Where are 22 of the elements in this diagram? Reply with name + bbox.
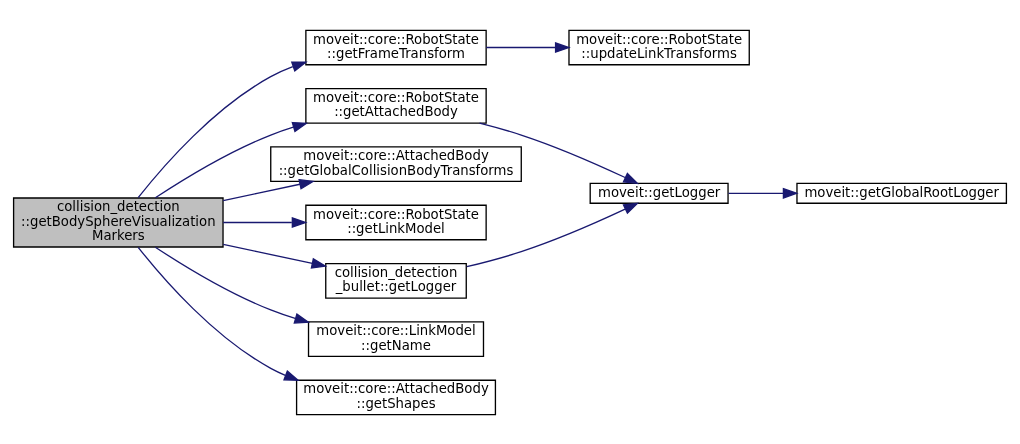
node-box: moveit::getGlobalRootLogger — [796, 182, 1008, 204]
arrow — [466, 202, 640, 267]
node-box: collision_detection _bullet::getLogger — [325, 262, 467, 299]
arrow — [222, 216, 308, 228]
node-box: moveit::core::RobotState ::updateLinkTransforms — [568, 29, 750, 65]
arrow — [137, 60, 308, 198]
arrow — [485, 41, 571, 53]
arrow — [154, 121, 309, 198]
node-box: moveit::core::AttachedBody ::getGlobalCollisionBodyTransforms — [270, 145, 522, 182]
node-box: moveit::getLogger — [589, 182, 729, 204]
node-box: moveit::core::RobotState ::getLinkModel — [305, 204, 487, 240]
node-box: moveit::core::RobotState ::getFrameTransform — [305, 29, 487, 65]
arrow — [154, 246, 311, 324]
node-box: moveit::core::RobotState ::getAttachedBody — [305, 87, 487, 124]
arrow — [222, 178, 315, 201]
node-box: moveit::core::AttachedBody ::getShapes — [295, 379, 497, 415]
arrow — [478, 121, 640, 184]
arrow — [137, 246, 300, 381]
arrow — [222, 243, 328, 269]
node-box: moveit::core::LinkModel ::getName — [307, 320, 485, 357]
arrow — [727, 187, 799, 199]
node-box: collision_detection ::getBodySphereVisualization Markers — [12, 196, 224, 248]
